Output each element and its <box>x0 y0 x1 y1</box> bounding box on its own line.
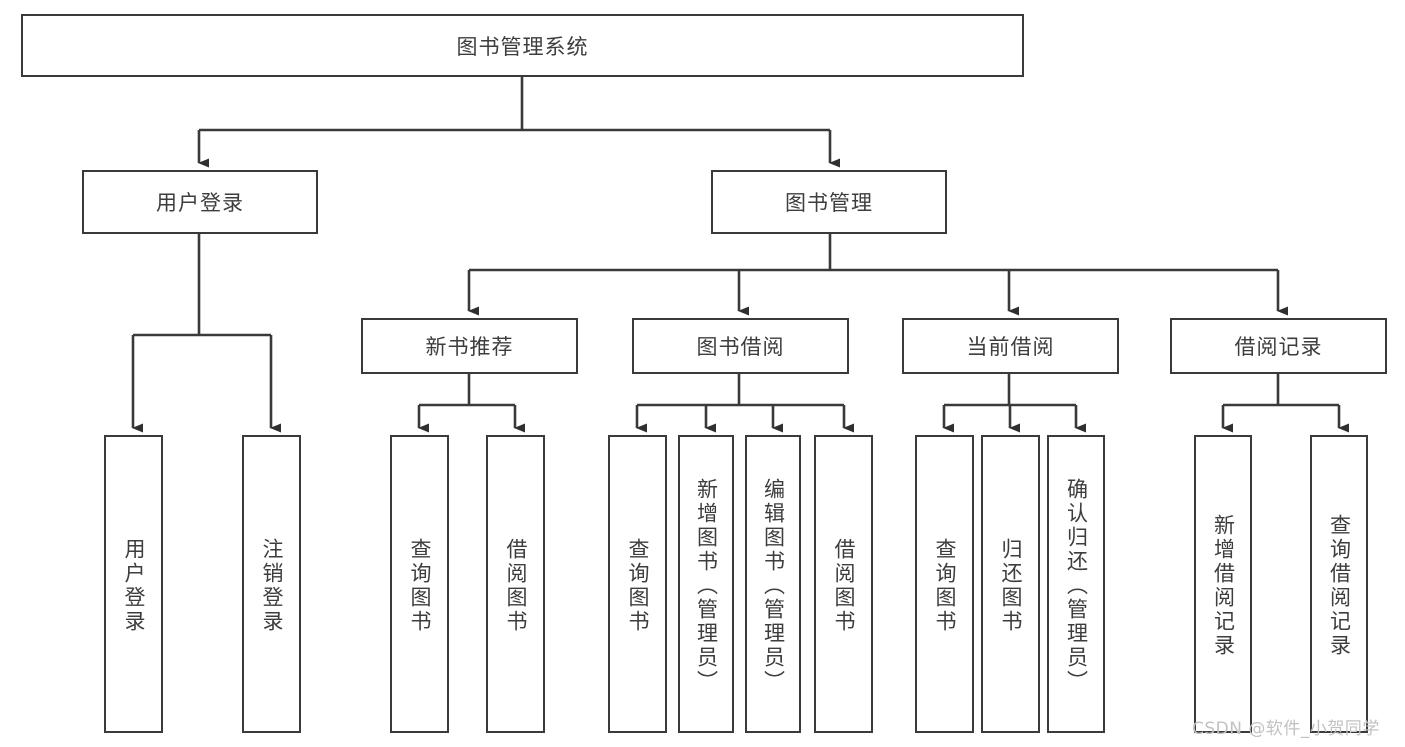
node-leaf-query-book-1-label: 查询图书 <box>408 538 432 634</box>
node-leaf-edit-book-label: 编辑图书（管理员） <box>761 478 786 694</box>
node-new-book-rec[interactable]: 新书推荐 <box>361 318 578 374</box>
node-leaf-add-record[interactable]: 新增借阅记录 <box>1194 435 1252 733</box>
node-book-borrow-label: 图书借阅 <box>696 335 785 359</box>
node-leaf-query-record[interactable]: 查询借阅记录 <box>1310 435 1368 733</box>
node-leaf-confirm-return-label: 确认归还（管理员） <box>1064 478 1089 694</box>
node-leaf-borrow-book-2-label: 借阅图书 <box>832 538 856 634</box>
node-leaf-query-book-3[interactable]: 查询图书 <box>915 435 974 733</box>
csdn-watermark: CSDN @软件_小贺同学 <box>1192 719 1380 739</box>
node-book-manage-label: 图书管理 <box>785 191 873 215</box>
node-user-login-label: 用户登录 <box>156 191 244 215</box>
node-current-borrow-label: 当前借阅 <box>966 335 1055 359</box>
node-leaf-return-book[interactable]: 归还图书 <box>981 435 1040 733</box>
node-leaf-query-book-1[interactable]: 查询图书 <box>390 435 449 733</box>
node-root[interactable]: 图书管理系统 <box>21 14 1024 77</box>
node-leaf-confirm-return[interactable]: 确认归还（管理员） <box>1047 435 1105 733</box>
node-leaf-logout-login[interactable]: 注销登录 <box>242 435 301 733</box>
node-leaf-user-login-label: 用户登录 <box>122 538 146 634</box>
node-leaf-query-record-label: 查询借阅记录 <box>1327 514 1352 658</box>
node-leaf-add-book[interactable]: 新增图书（管理员） <box>678 435 734 733</box>
node-leaf-user-login[interactable]: 用户登录 <box>104 435 163 733</box>
node-leaf-borrow-book-2[interactable]: 借阅图书 <box>814 435 873 733</box>
node-root-label: 图书管理系统 <box>456 34 589 59</box>
node-borrow-record[interactable]: 借阅记录 <box>1170 318 1387 374</box>
node-leaf-add-book-label: 新增图书（管理员） <box>694 478 719 694</box>
node-book-borrow[interactable]: 图书借阅 <box>632 318 849 374</box>
node-leaf-borrow-book-1-label: 借阅图书 <box>504 538 528 634</box>
node-user-login[interactable]: 用户登录 <box>82 170 318 234</box>
node-book-manage[interactable]: 图书管理 <box>711 170 947 234</box>
node-leaf-logout-login-label: 注销登录 <box>260 538 284 634</box>
node-leaf-edit-book[interactable]: 编辑图书（管理员） <box>745 435 801 733</box>
node-leaf-query-book-3-label: 查询图书 <box>933 538 957 634</box>
node-leaf-borrow-book-1[interactable]: 借阅图书 <box>486 435 545 733</box>
node-leaf-query-book-2[interactable]: 查询图书 <box>608 435 667 733</box>
node-borrow-record-label: 借阅记录 <box>1234 335 1323 359</box>
node-leaf-query-book-2-label: 查询图书 <box>626 538 650 634</box>
node-leaf-add-record-label: 新增借阅记录 <box>1211 514 1236 658</box>
node-leaf-return-book-label: 归还图书 <box>999 538 1023 634</box>
node-current-borrow[interactable]: 当前借阅 <box>902 318 1119 374</box>
node-new-book-rec-label: 新书推荐 <box>425 335 514 359</box>
